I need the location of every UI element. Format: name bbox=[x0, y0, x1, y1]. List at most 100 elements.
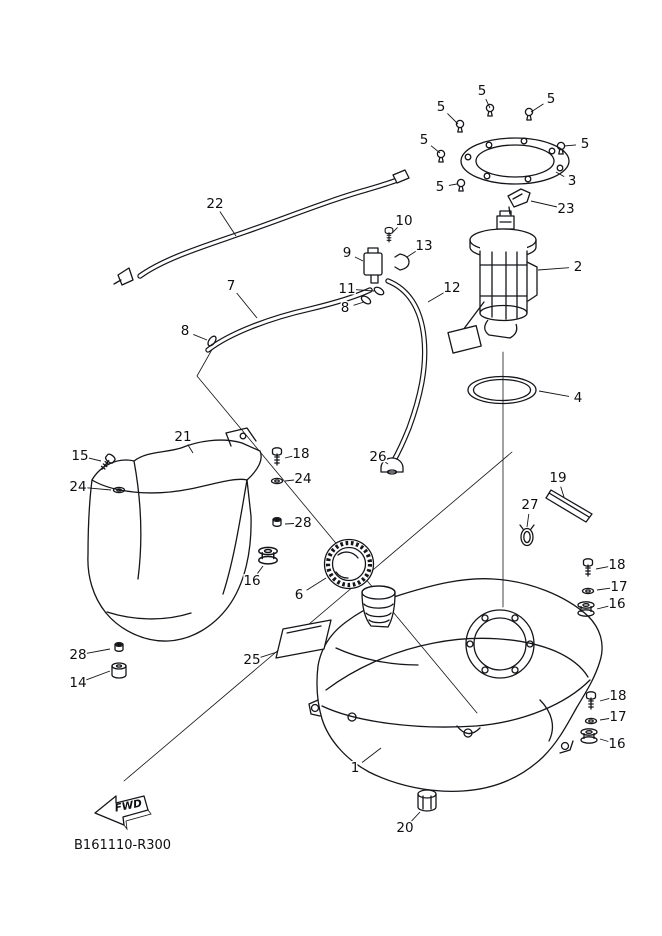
callout-21: 21 bbox=[174, 429, 191, 445]
callout-4: 4 bbox=[574, 390, 583, 406]
leader-line bbox=[530, 200, 558, 208]
callout-25: 25 bbox=[243, 652, 260, 668]
leader-line bbox=[260, 651, 278, 658]
fwd-label: FWD bbox=[114, 797, 144, 814]
callout-13: 13 bbox=[415, 238, 432, 254]
drain-hose bbox=[385, 278, 428, 465]
leader-line bbox=[563, 144, 577, 147]
leader-line bbox=[236, 292, 258, 319]
leader-line bbox=[284, 523, 295, 525]
leader-line bbox=[427, 292, 445, 303]
callout-1: 1 bbox=[351, 760, 360, 776]
callout-8: 8 bbox=[181, 323, 190, 339]
leader-line bbox=[306, 577, 327, 591]
callout-20: 20 bbox=[396, 820, 413, 836]
leader-line bbox=[391, 227, 398, 234]
leader-line bbox=[599, 718, 610, 721]
grommet-26 bbox=[380, 457, 404, 475]
callout-2: 2 bbox=[574, 259, 583, 275]
leader-line bbox=[599, 738, 609, 742]
callout-23: 23 bbox=[557, 201, 574, 217]
leader-line bbox=[187, 444, 194, 454]
callout-5: 5 bbox=[420, 132, 429, 148]
tank-mount-fasteners-upper bbox=[577, 558, 595, 617]
fuel-cap bbox=[323, 538, 375, 590]
damper-20 bbox=[417, 789, 437, 812]
callout-19: 19 bbox=[549, 470, 566, 486]
pipe-19 bbox=[545, 489, 593, 523]
breather-hose bbox=[113, 169, 410, 286]
callout-5: 5 bbox=[478, 83, 487, 99]
callout-28: 28 bbox=[69, 647, 86, 663]
leader-line bbox=[86, 648, 111, 654]
callout-17: 17 bbox=[610, 579, 627, 595]
callout-18: 18 bbox=[292, 446, 309, 462]
leader-line bbox=[530, 103, 544, 113]
callout-7: 7 bbox=[227, 278, 236, 294]
gasket-ring bbox=[467, 375, 537, 405]
leader-line bbox=[284, 455, 293, 459]
leader-line bbox=[361, 747, 382, 763]
callout-24: 24 bbox=[294, 471, 311, 487]
pump-bracket bbox=[507, 188, 531, 215]
callout-10: 10 bbox=[395, 213, 412, 229]
leader-line bbox=[596, 605, 609, 610]
fuel-pump-assembly bbox=[447, 210, 538, 354]
leader-layer bbox=[86, 98, 611, 822]
tank-mount-fasteners-lower bbox=[580, 691, 598, 744]
leader-line bbox=[353, 301, 365, 306]
callout-3: 3 bbox=[568, 173, 577, 189]
fwd-arrow: FWD bbox=[94, 795, 152, 831]
fuel-tank bbox=[308, 578, 603, 792]
leader-line bbox=[385, 461, 389, 465]
rollover-valve bbox=[363, 226, 410, 296]
retaining-ring bbox=[460, 137, 570, 185]
callout-9: 9 bbox=[343, 245, 352, 261]
callout-18: 18 bbox=[609, 688, 626, 704]
protector-pad bbox=[275, 619, 332, 659]
leader-line bbox=[526, 513, 530, 528]
callout-24: 24 bbox=[69, 479, 86, 495]
leader-line bbox=[86, 487, 112, 491]
nut-and-damper-left bbox=[111, 642, 127, 679]
callout-14: 14 bbox=[69, 675, 86, 691]
leader-line bbox=[485, 98, 491, 109]
fuel-hose bbox=[205, 287, 373, 353]
callout-16: 16 bbox=[243, 573, 260, 589]
callout-27: 27 bbox=[521, 497, 538, 513]
callout-22: 22 bbox=[206, 196, 223, 212]
callout-18: 18 bbox=[608, 557, 625, 573]
leader-line bbox=[355, 289, 375, 292]
leader-line bbox=[538, 390, 570, 397]
leader-line bbox=[560, 486, 565, 498]
leader-line bbox=[448, 183, 458, 186]
leader-line bbox=[354, 256, 364, 262]
leader-line bbox=[88, 457, 102, 462]
filler-neck bbox=[361, 585, 396, 628]
callout-5: 5 bbox=[437, 99, 446, 115]
leader-line bbox=[430, 145, 441, 154]
callout-17: 17 bbox=[609, 709, 626, 725]
callout-28: 28 bbox=[294, 515, 311, 531]
callout-16: 16 bbox=[608, 596, 625, 612]
clamp-27 bbox=[519, 524, 535, 547]
leader-line bbox=[284, 479, 295, 482]
leader-line bbox=[447, 113, 459, 125]
callout-5: 5 bbox=[436, 179, 445, 195]
leader-line bbox=[537, 267, 570, 271]
callout-26: 26 bbox=[369, 449, 386, 465]
callout-8: 8 bbox=[341, 300, 350, 316]
leader-line bbox=[86, 670, 111, 681]
callout-6: 6 bbox=[295, 587, 304, 603]
leader-line bbox=[193, 333, 208, 341]
callout-15: 15 bbox=[71, 448, 88, 464]
callout-16: 16 bbox=[608, 736, 625, 752]
leader-line bbox=[256, 565, 264, 574]
heat-shield bbox=[87, 427, 262, 642]
callout-12: 12 bbox=[443, 280, 460, 296]
leader-line bbox=[599, 697, 610, 702]
diagram-code: B161110-R300 bbox=[74, 838, 171, 853]
